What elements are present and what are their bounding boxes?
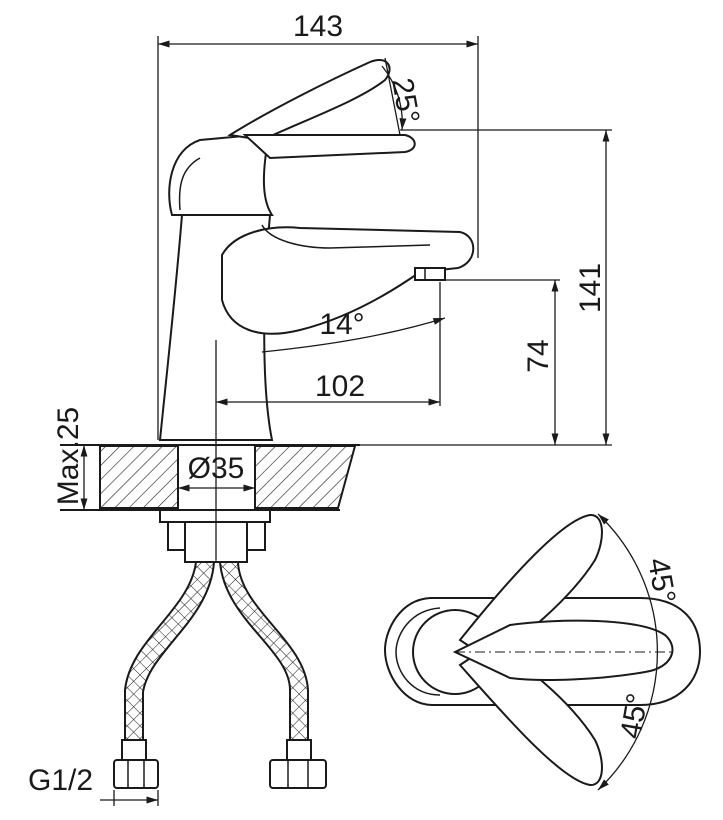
label-rotation-upper: 45°	[641, 555, 681, 605]
spout-inner	[261, 224, 431, 249]
label-spout-reach: 102	[315, 370, 365, 403]
label-spout-height: 74	[522, 339, 555, 372]
handle-lever	[227, 59, 391, 142]
label-handle-angle: 25°	[385, 75, 425, 125]
handle-top-view-center	[452, 619, 674, 681]
label-overall-height: 141	[574, 263, 607, 313]
label-hole-diameter: Ø35	[188, 452, 245, 485]
countertop-right-section	[254, 445, 357, 509]
dimension-labels: 143 25° 141 74 14° 102 Ø35 Max.25 G1/2 4…	[28, 10, 681, 797]
label-connection-thread: G1/2	[28, 764, 93, 797]
hose-left	[124, 561, 216, 741]
mounting-plate	[159, 509, 271, 523]
countertop-left-section	[99, 445, 179, 509]
label-spout-angle: 14°	[319, 308, 364, 341]
hose-right	[218, 561, 309, 741]
label-max-deck: Max.25	[52, 407, 85, 505]
dimension-lines	[80, 36, 612, 806]
top-view	[383, 513, 702, 791]
aerator	[414, 267, 446, 281]
label-rotation-lower: 45°	[614, 691, 654, 741]
label-overall-width: 143	[293, 10, 343, 43]
